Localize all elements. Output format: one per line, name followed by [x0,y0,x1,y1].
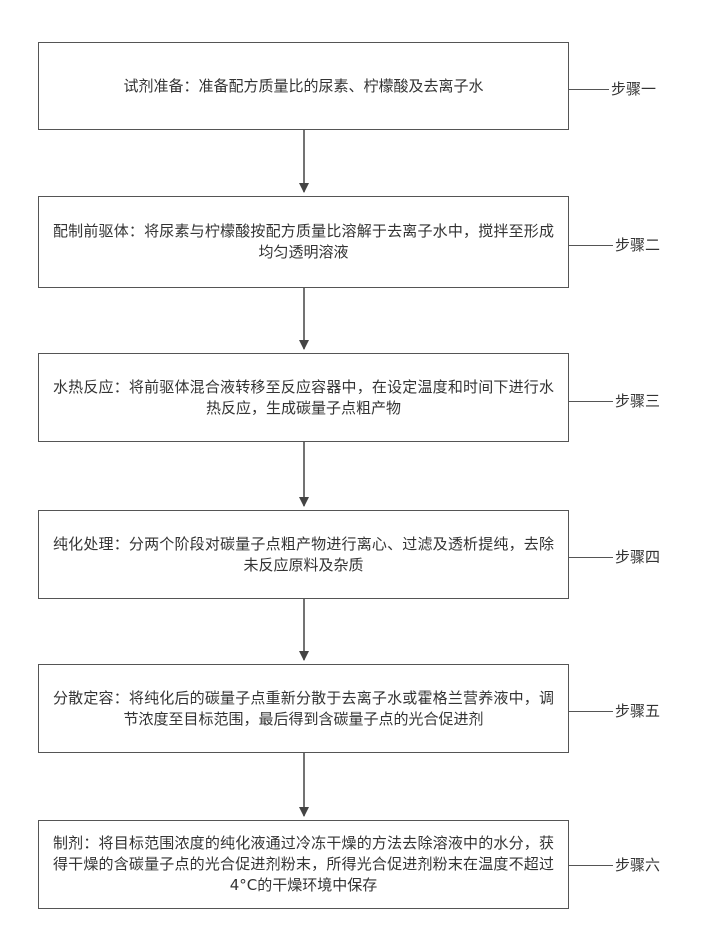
step-3-text: 水热反应：将前驱体混合液转移至反应容器中，在设定温度和时间下进行水热反应，生成碳… [53,377,554,419]
step-2-box: 配制前驱体：将尿素与柠檬酸按配方质量比溶解于去离子水中，搅拌至形成均匀透明溶液 [38,196,569,288]
step-4-label: 步骤四 [615,547,660,567]
step-2-label: 步骤二 [615,235,660,255]
step-4-box: 纯化处理：分两个阶段对碳量子点粗产物进行离心、过滤及透析提纯，去除未反应原料及杂… [38,510,569,599]
step-1-text: 试剂准备：准备配方质量比的尿素、柠檬酸及去离子水 [53,76,554,97]
step-2-text: 配制前驱体：将尿素与柠檬酸按配方质量比溶解于去离子水中，搅拌至形成均匀透明溶液 [53,221,554,263]
step-6-box: 制剂：将目标范围浓度的纯化液通过冷冻干燥的方法去除溶液中的水分，获得干燥的含碳量… [38,820,569,909]
step-6-text: 制剂：将目标范围浓度的纯化液通过冷冻干燥的方法去除溶液中的水分，获得干燥的含碳量… [53,833,554,896]
step-6-leader [569,865,613,866]
step-5-label: 步骤五 [615,701,660,721]
step-5-text: 分散定容：将纯化后的碳量子点重新分散于去离子水或霍格兰营养液中，调节浓度至目标范… [53,688,554,730]
step-4-leader [569,557,613,558]
step-5-box: 分散定容：将纯化后的碳量子点重新分散于去离子水或霍格兰营养液中，调节浓度至目标范… [38,664,569,753]
step-5-leader [569,711,613,712]
step-6-label: 步骤六 [615,855,660,875]
step-3-leader [569,401,613,402]
step-1-leader [569,89,609,90]
step-1-box: 试剂准备：准备配方质量比的尿素、柠檬酸及去离子水 [38,42,569,130]
step-2-leader [569,245,613,246]
step-3-label: 步骤三 [615,391,660,411]
step-4-text: 纯化处理：分两个阶段对碳量子点粗产物进行离心、过滤及透析提纯，去除未反应原料及杂… [53,534,554,576]
step-1-label: 步骤一 [611,79,656,99]
step-3-box: 水热反应：将前驱体混合液转移至反应容器中，在设定温度和时间下进行水热反应，生成碳… [38,353,569,442]
